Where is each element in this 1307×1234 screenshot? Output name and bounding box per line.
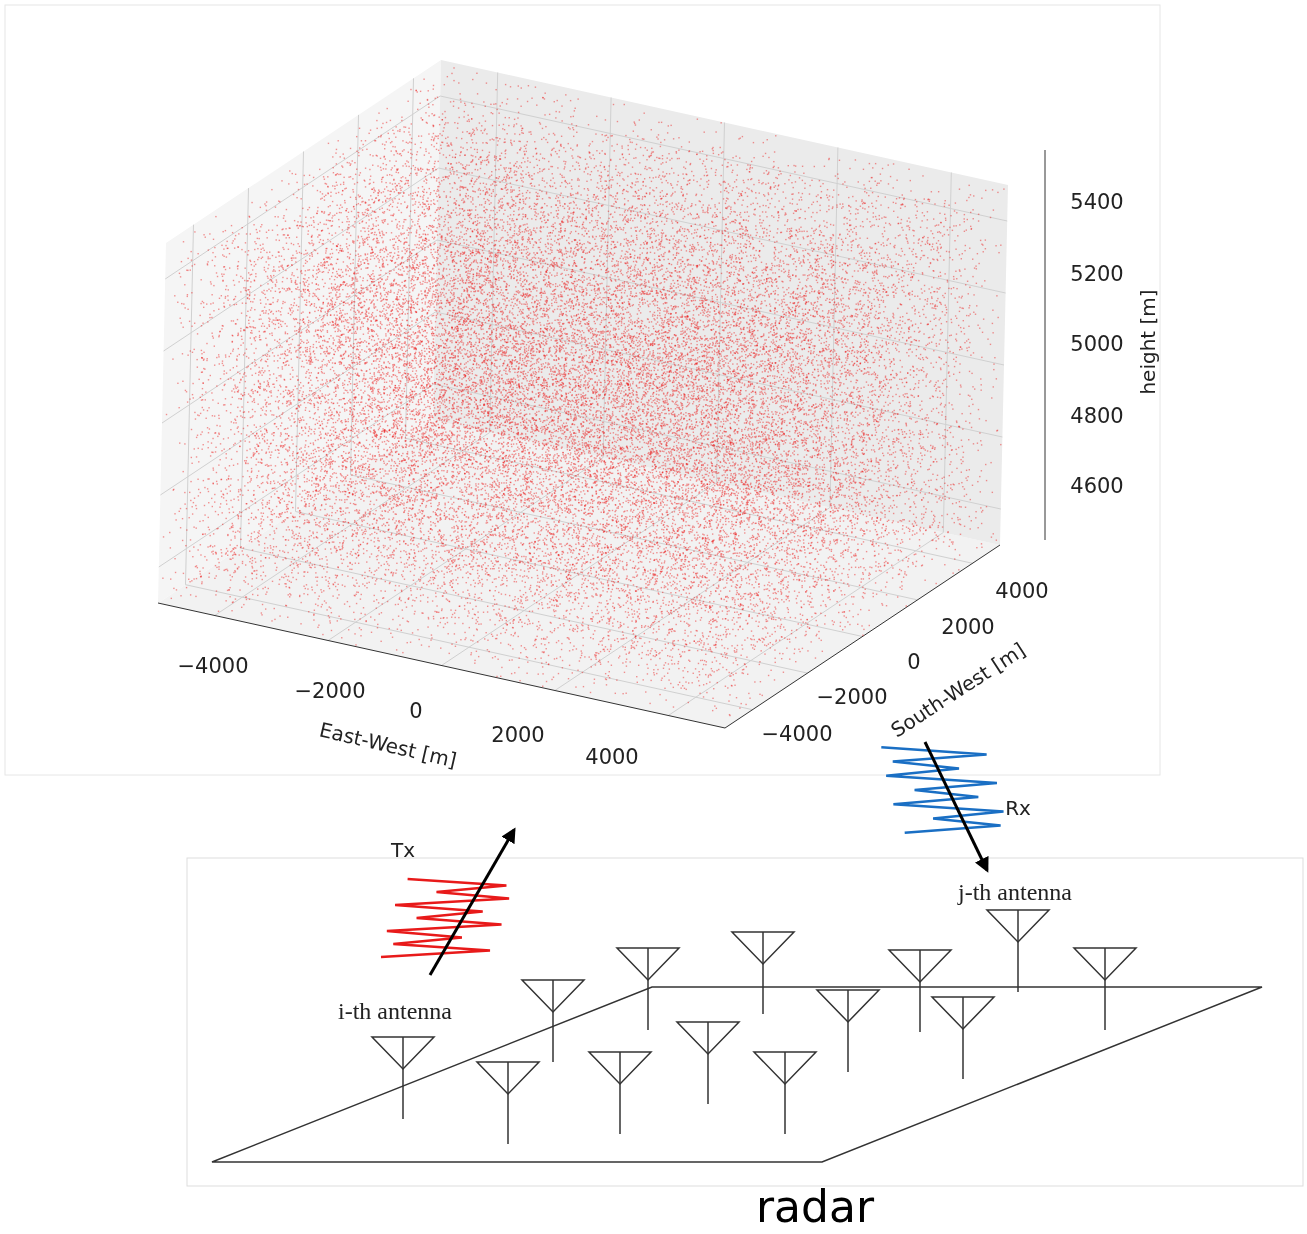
text-label: 2000 bbox=[491, 724, 544, 747]
text-label: 0 bbox=[409, 700, 422, 723]
text-label: 0 bbox=[907, 651, 920, 674]
text-label: 2000 bbox=[941, 616, 994, 639]
text-label: 4800 bbox=[1070, 405, 1123, 428]
text-label: Rx bbox=[1005, 797, 1031, 819]
text-label: height [m] bbox=[1137, 289, 1159, 394]
text-label: −2000 bbox=[816, 686, 887, 709]
text-label: 4600 bbox=[1070, 475, 1123, 498]
text-label: 4000 bbox=[585, 746, 638, 769]
text-label: −4000 bbox=[177, 655, 248, 678]
text-label: i-th antenna bbox=[338, 998, 452, 1024]
text-label: 5000 bbox=[1070, 333, 1123, 356]
text-label: −4000 bbox=[761, 723, 832, 746]
text-label: 5200 bbox=[1070, 263, 1123, 286]
text-label: Tx bbox=[391, 839, 415, 861]
text-label: 5400 bbox=[1070, 191, 1123, 214]
text-label: j-th antenna bbox=[958, 879, 1072, 905]
text-label: 4000 bbox=[995, 580, 1048, 603]
text-label: −2000 bbox=[294, 680, 365, 703]
text-label: radar bbox=[756, 1183, 874, 1231]
